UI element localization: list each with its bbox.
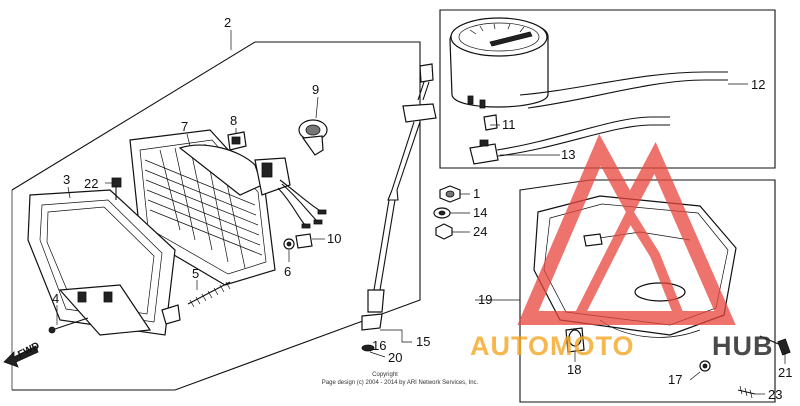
bolt-17 — [699, 360, 711, 372]
callout-5: 5 — [192, 266, 199, 281]
callout-12: 12 — [751, 77, 765, 92]
meter-lamp-harness-13 — [469, 116, 670, 165]
bolt-21 — [759, 335, 791, 356]
callout-20: 20 — [388, 350, 402, 365]
callout-3: 3 — [63, 172, 70, 187]
callout-10: 10 — [327, 231, 341, 246]
watermark-text-hub: HUB — [712, 331, 774, 361]
watermark-inner-peak-icon — [573, 204, 685, 321]
watermark-mountain-icon — [517, 133, 736, 325]
fwd-label: FWD — [16, 340, 41, 360]
headlight-socket — [254, 157, 327, 229]
screw-22 — [111, 177, 122, 200]
screw-23 — [737, 385, 756, 399]
callout-8: 8 — [230, 113, 237, 128]
callout-17: 17 — [668, 372, 682, 387]
callout-24: 24 — [473, 224, 487, 239]
headlight-group-outline — [11, 41, 421, 391]
callout-13: 13 — [561, 147, 575, 162]
socket-9 — [298, 119, 328, 156]
meter-group-box — [439, 9, 776, 169]
meter-case-group-box — [519, 179, 776, 403]
spring-5 — [187, 281, 231, 308]
copyright-line2: Page design (c) 2004 - 2014 by ARI Netwo… — [322, 380, 479, 386]
callout-1: 1 — [473, 186, 480, 201]
callout-21: 21 — [778, 365, 792, 380]
rubber-18 — [565, 327, 585, 353]
callout-15: 15 — [416, 334, 430, 349]
callout-11: 11 — [502, 117, 516, 132]
callout-18: 18 — [567, 362, 581, 377]
collar-10 — [295, 233, 313, 249]
watermark-text-automoto: AUTOMOTO — [470, 331, 635, 361]
nut-1 — [439, 185, 461, 203]
headlight-rim — [27, 189, 181, 336]
bulb-8 — [227, 131, 247, 151]
meter-wiring-12 — [519, 71, 728, 109]
callout-16: 16 — [372, 338, 386, 353]
screw-4 — [48, 317, 89, 334]
watermark-logo — [517, 133, 736, 325]
callout-4: 4 — [52, 291, 59, 306]
speedometer-cable — [361, 63, 437, 352]
callout-6: 6 — [284, 264, 291, 279]
callout-9: 9 — [312, 82, 319, 97]
nut-24 — [435, 223, 453, 240]
speedometer — [449, 17, 549, 109]
callout-14: 14 — [473, 205, 487, 220]
grommet-6 — [283, 238, 295, 250]
callout-19: 19 — [478, 292, 492, 307]
callout-7: 7 — [181, 119, 188, 134]
fwd-arrow — [3, 345, 39, 368]
leader-lines — [56, 30, 786, 395]
copyright-line1: Copyright — [372, 372, 398, 378]
washer-14 — [433, 207, 451, 219]
callout-22: 22 — [84, 176, 98, 191]
callout-2: 2 — [224, 15, 231, 30]
bulb-11 — [483, 114, 498, 131]
callout-23: 23 — [768, 387, 782, 402]
